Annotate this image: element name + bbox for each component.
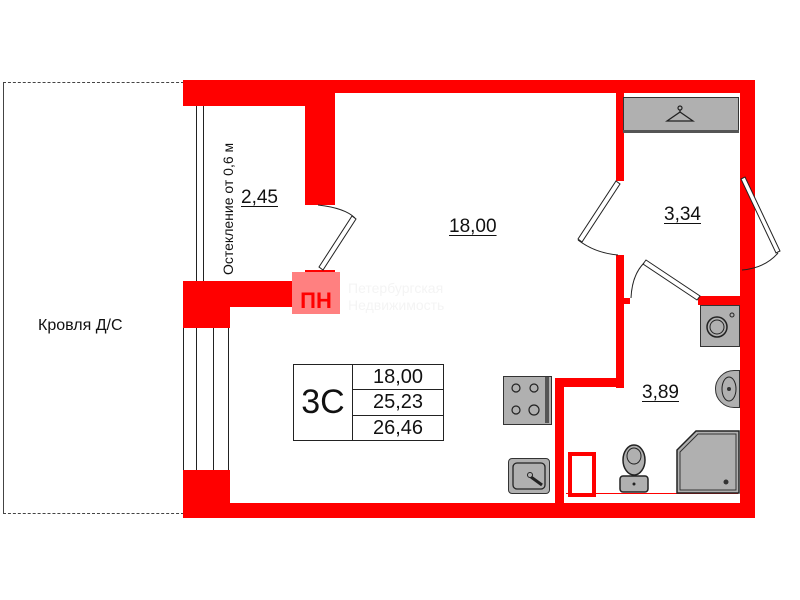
wall-bathroom-top xyxy=(698,296,755,305)
room-area-bathroom: 3,89 xyxy=(642,382,679,403)
room-area-loggia: 2,45 xyxy=(241,187,278,208)
wall-wardrobe-left-upper xyxy=(616,93,624,181)
window-lower-left xyxy=(183,328,229,518)
wall-bathroom-horizontal xyxy=(555,378,624,387)
roof-outline xyxy=(3,82,184,514)
watermark-text: Петербургская Недвижимость xyxy=(348,280,445,313)
apartment-type: 3С xyxy=(294,365,353,440)
wall-loggia-pier xyxy=(305,93,335,205)
stove-icon xyxy=(503,376,552,425)
room-area-wardrobe: 3,34 xyxy=(664,204,701,225)
apartment-summary: 3С 18,00 25,23 26,46 xyxy=(293,364,444,441)
toilet-icon xyxy=(619,444,649,493)
wardrobe-rail xyxy=(623,130,739,133)
hanger-icon xyxy=(665,105,695,122)
wall-bathroom-vertical xyxy=(555,378,564,518)
wall-mid-left-block xyxy=(183,281,230,328)
total-area: 25,23 xyxy=(353,390,443,416)
watermark-logo: ПН xyxy=(292,272,340,314)
bathroom-niche xyxy=(568,452,596,497)
wall-bottom xyxy=(183,503,755,518)
total-area-with-balcony: 26,46 xyxy=(372,416,424,439)
wardrobe-shelf xyxy=(623,97,739,133)
washbasin-icon xyxy=(715,370,740,408)
shower-tray-icon xyxy=(676,430,740,494)
living-area: 18,00 xyxy=(353,365,443,391)
roof-label: Кровля Д/С xyxy=(38,317,123,334)
kitchen-sink-icon xyxy=(508,458,550,494)
bathroom-inner-line xyxy=(566,493,738,494)
wall-wardrobe-left-lower xyxy=(616,255,624,388)
washing-machine-icon xyxy=(700,305,740,347)
room-area-living: 18,00 xyxy=(449,216,497,237)
wall-door-stub-small xyxy=(616,298,630,304)
wall-wardrobe-right-upper xyxy=(740,93,755,179)
loggia-glazing-upper xyxy=(196,103,204,281)
